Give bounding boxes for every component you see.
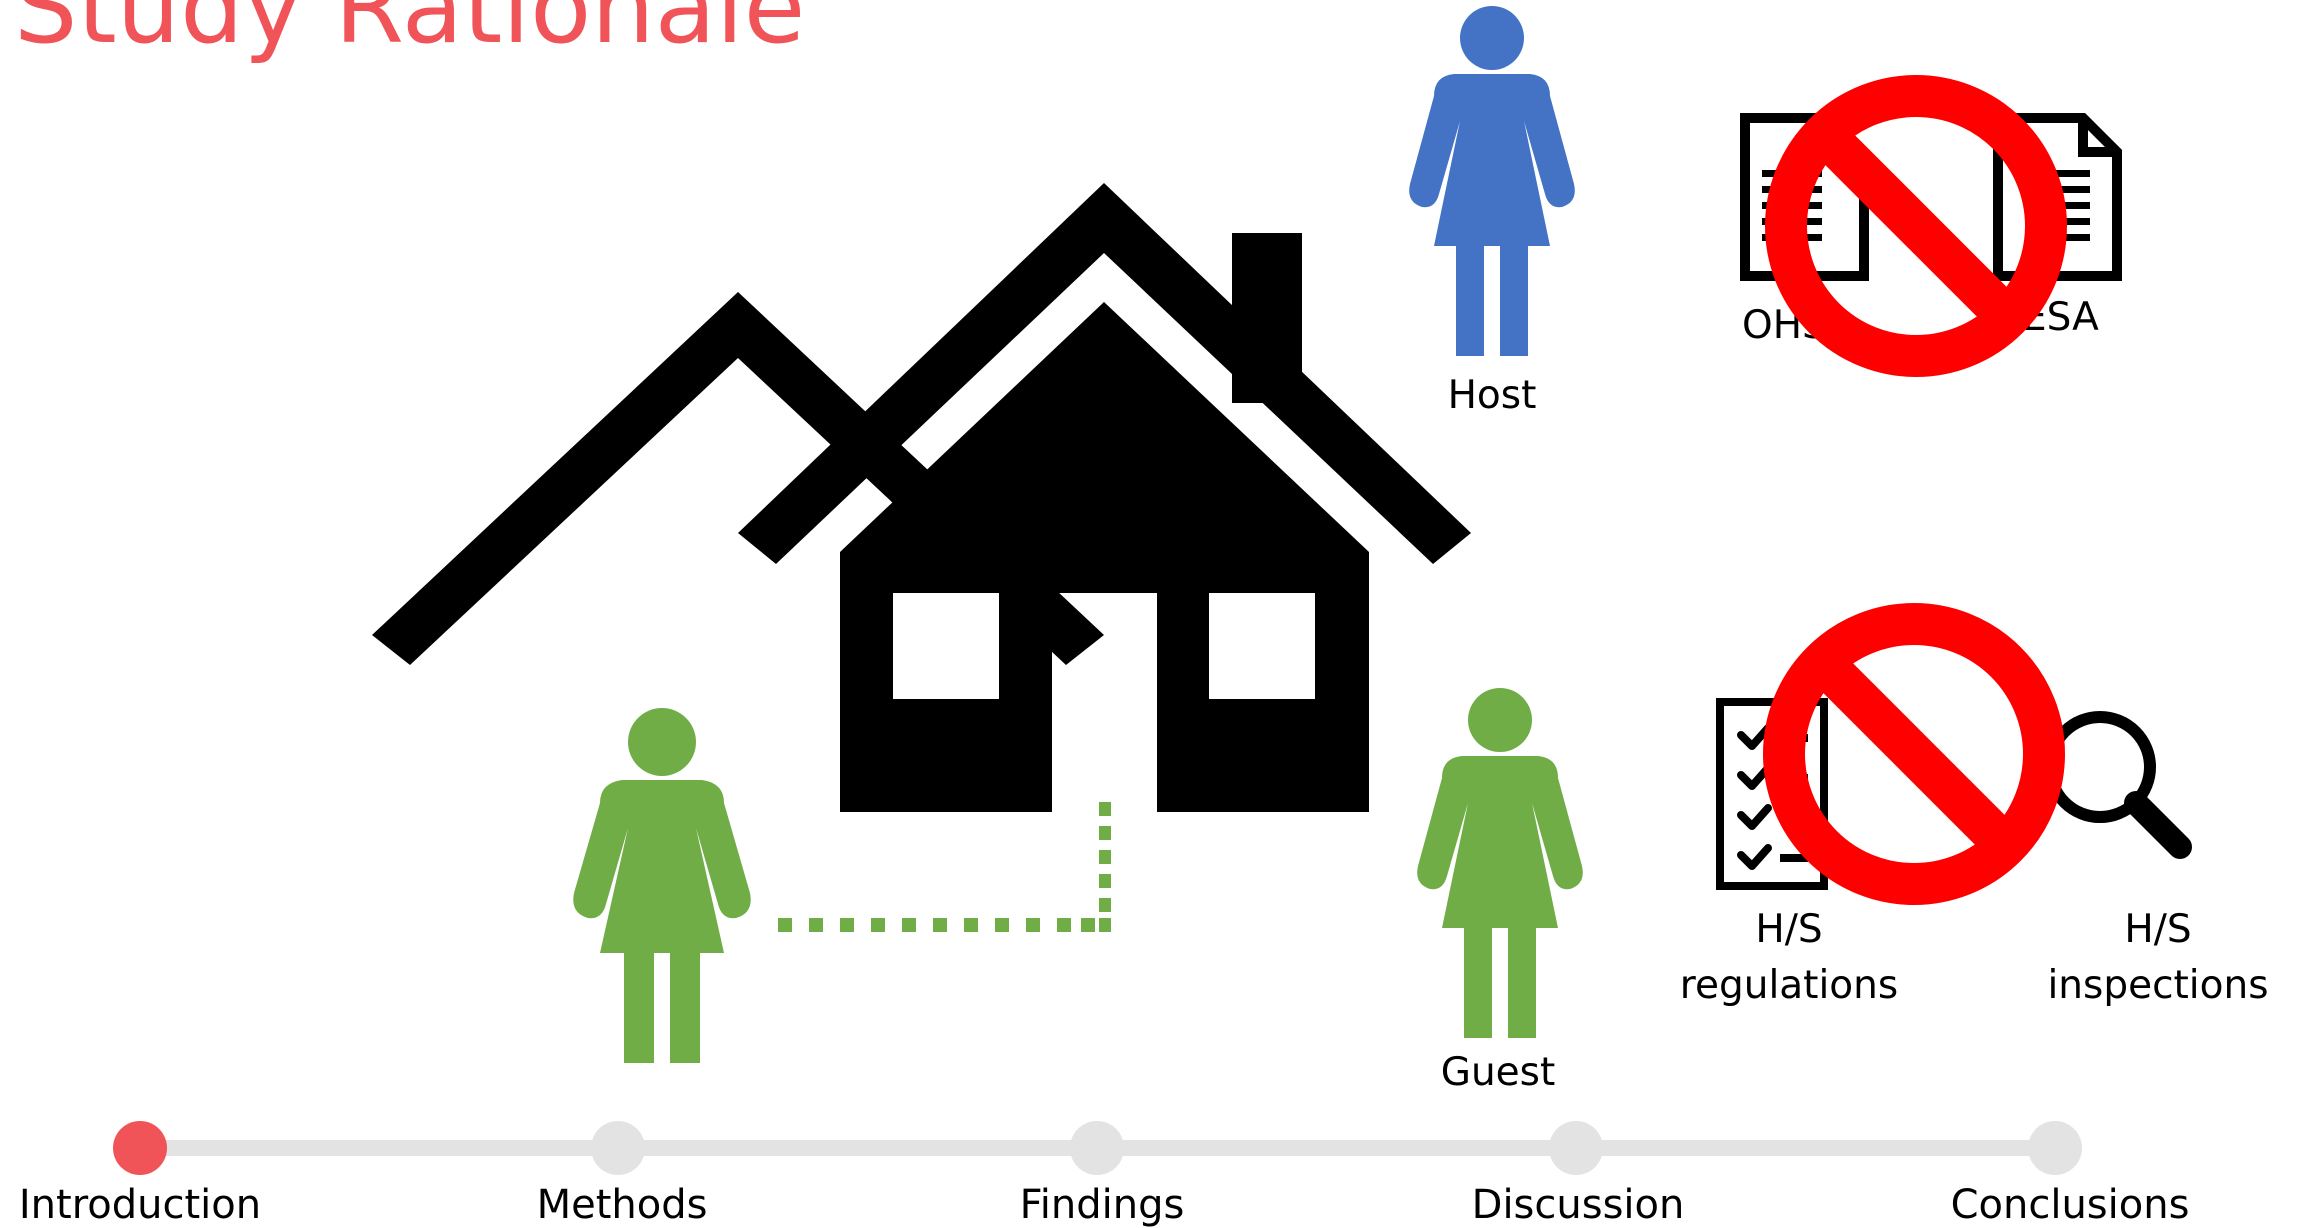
timeline-label-conclusions[interactable]: Conclusions [1950,1182,2190,1228]
resident-person-icon [573,708,751,1063]
regulations-label-line2: regulations [1680,963,1898,1008]
timeline-label-findings[interactable]: Findings [1019,1182,1185,1228]
timeline-step-discussion[interactable] [1549,1121,1603,1175]
timeline [113,1121,2082,1175]
timeline-label-discussion[interactable]: Discussion [1471,1182,1685,1228]
guest-person-icon [1417,688,1583,1038]
timeline-label-introduction[interactable]: Introduction [18,1182,262,1228]
regulations-label-line1: H/S [1755,907,1822,952]
timeline-step-introduction[interactable] [113,1121,167,1175]
inspections-label-line1: H/S [2124,907,2191,952]
inspections-label-line2: inspections [2047,963,2268,1008]
house-window-left [893,593,999,699]
house-roof-outer [738,183,1471,564]
guest-label: Guest [1441,1050,1556,1095]
host-person-icon [1409,6,1575,356]
house-window-right [1209,593,1315,699]
prohibition-sign-bottom [1763,603,2065,905]
timeline-step-methods[interactable] [591,1121,645,1175]
connector-dotted-line [778,802,1111,932]
timeline-step-conclusions[interactable] [2028,1121,2082,1175]
house-icon [372,183,1471,812]
timeline-step-findings[interactable] [1070,1121,1124,1175]
prohibition-sign-top [1765,75,2067,377]
slide-title: Study Rationale [14,0,806,66]
timeline-label-methods[interactable]: Methods [536,1182,708,1228]
host-label: Host [1448,373,1537,418]
magnifier-icon [2044,711,2192,859]
